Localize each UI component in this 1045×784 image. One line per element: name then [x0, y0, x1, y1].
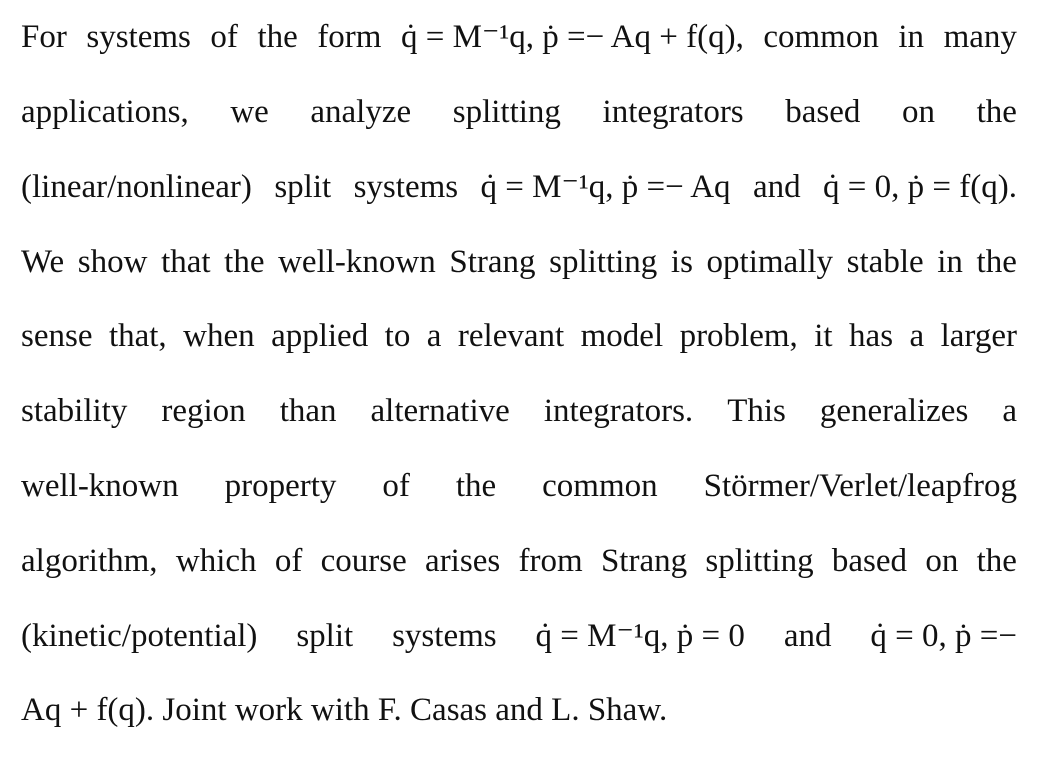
word: than [279, 393, 337, 429]
word: algorithm, [21, 543, 158, 579]
word: it [814, 318, 833, 354]
word: and [752, 169, 801, 205]
word: split [274, 169, 332, 205]
word: Störmer/Verlet/leapfrog [703, 468, 1017, 504]
word: q̇ = 0, ṗ =− [870, 618, 1017, 654]
word: systems [86, 19, 191, 55]
word: in [937, 244, 963, 280]
word: a [426, 318, 442, 354]
word: the [455, 468, 497, 504]
word: stable [846, 244, 924, 280]
word: the [976, 244, 1017, 280]
word: alternative [370, 393, 510, 429]
word: on [901, 94, 935, 130]
word: problem, [679, 318, 798, 354]
word: the [976, 543, 1017, 579]
word: split [296, 618, 354, 654]
word: when [183, 318, 255, 354]
word: and [783, 618, 832, 654]
word: applications, [21, 94, 189, 130]
word: model [580, 318, 664, 354]
word: to [384, 318, 411, 354]
word: q̇ = M⁻¹q, ṗ =− Aq [480, 169, 731, 205]
word: in [898, 19, 925, 55]
word: q̇ = 0, ṗ = f(q). [823, 169, 1017, 205]
word: of [210, 19, 238, 55]
word: a [1002, 393, 1017, 429]
word: (linear/nonlinear) [21, 169, 252, 205]
word: that [161, 244, 211, 280]
word: This [727, 393, 786, 429]
word: show [77, 244, 148, 280]
word: that, [108, 318, 167, 354]
word: splitting [452, 94, 561, 130]
word: the [976, 94, 1017, 130]
word: larger [940, 318, 1017, 354]
text-line-last: Aq + f(q). Joint work with F. Casas and … [21, 692, 668, 728]
word: integrators [602, 94, 744, 130]
word: from [518, 543, 583, 579]
word: arises [425, 543, 501, 579]
word: a [909, 318, 925, 354]
word: splitting [549, 244, 658, 280]
word: analyze [310, 94, 412, 130]
word: generalizes [819, 393, 969, 429]
word: property [224, 468, 337, 504]
word: based [785, 94, 861, 130]
word: many [943, 19, 1017, 55]
word: well-known [278, 244, 436, 280]
word: We [21, 244, 65, 280]
text-line: applications, we analyze splitting integrato… [21, 89, 1017, 135]
word: (kinetic/potential) [21, 618, 258, 654]
word: common [542, 468, 658, 504]
word: common [763, 19, 879, 55]
word: we [230, 94, 269, 130]
word: sense [21, 318, 93, 354]
word: stability [21, 393, 128, 429]
word: of [274, 543, 303, 579]
word: is [670, 244, 693, 280]
word: integrators. [543, 393, 694, 429]
word: Strang [600, 543, 688, 579]
word: For [21, 19, 67, 55]
word: region [161, 393, 246, 429]
text-line: (kinetic/potential) split systems q̇ = M⁻¹q… [21, 613, 1017, 659]
word: applied [271, 318, 369, 354]
text-line: well-known property of the common Störmer/Ver… [21, 463, 1017, 509]
text-line: stability region than alternative integrator… [21, 388, 1017, 434]
word: on [925, 543, 959, 579]
word: q̇ = M⁻¹q, ṗ =− Aq + f(q), [401, 19, 744, 55]
word: form [317, 19, 382, 55]
word: Strang [449, 244, 536, 280]
word: well-known [21, 468, 179, 504]
word: of [382, 468, 410, 504]
word: which [175, 543, 257, 579]
word: optimally [706, 244, 834, 280]
word: systems [392, 618, 497, 654]
word: has [849, 318, 894, 354]
text-line: (linear/nonlinear) split systems q̇ = M⁻¹q,… [21, 164, 1017, 210]
word: systems [353, 169, 459, 205]
word: based [831, 543, 908, 579]
word: the [224, 244, 265, 280]
word: splitting [705, 543, 814, 579]
word: the [257, 19, 298, 55]
word: course [320, 543, 407, 579]
word: q̇ = M⁻¹q, ṗ = 0 [535, 618, 745, 654]
word: relevant [457, 318, 565, 354]
